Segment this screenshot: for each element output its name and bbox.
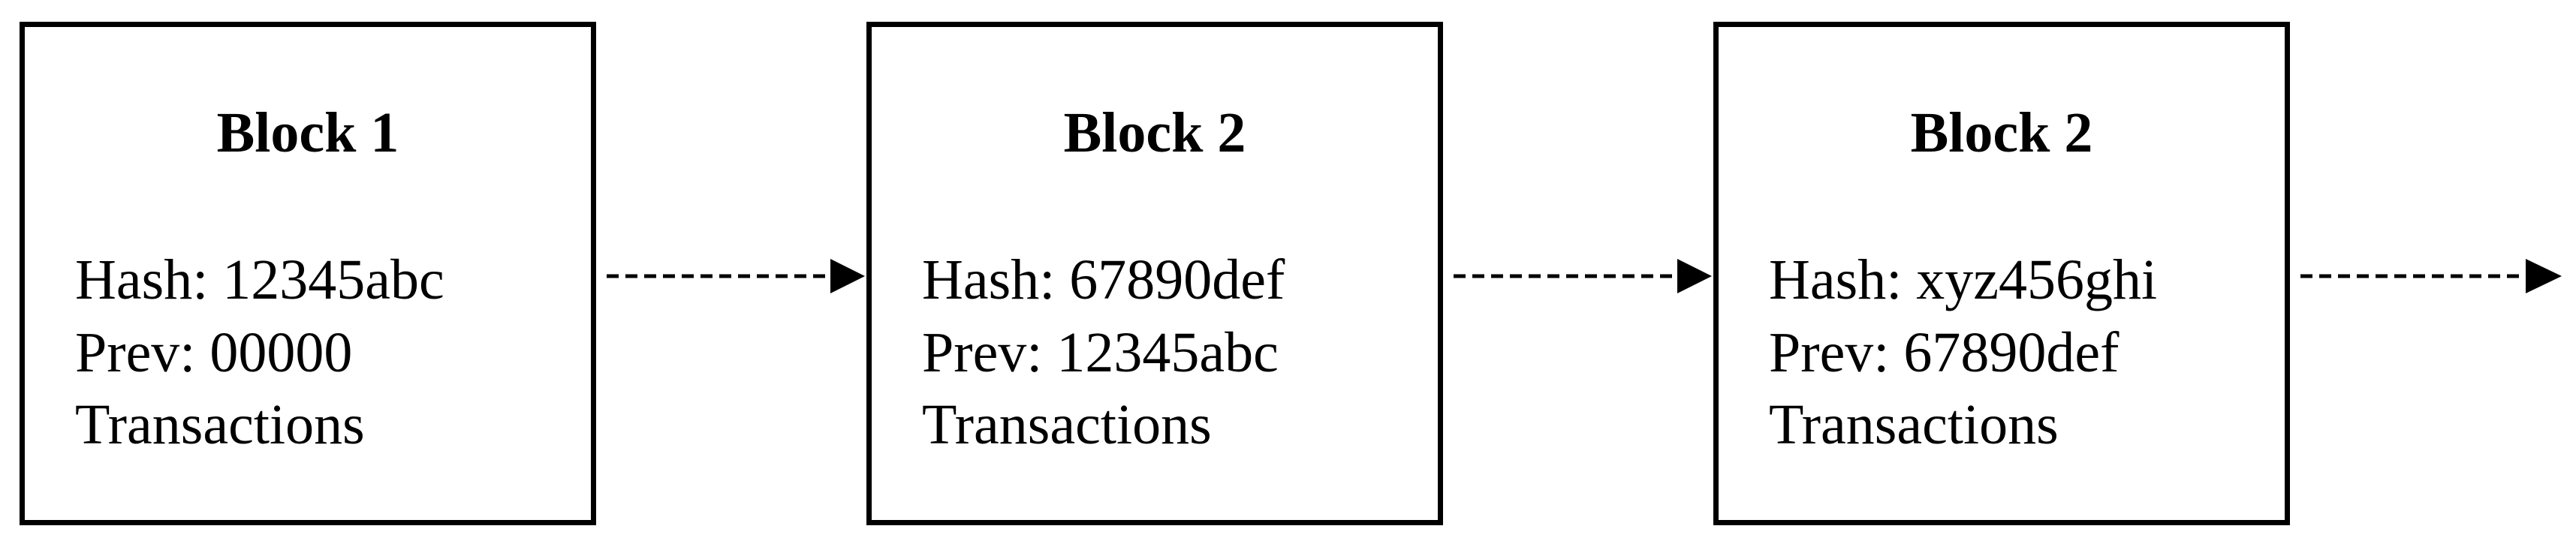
block-1-title: Block 1 [216, 101, 399, 164]
dashed-arrow-icon [1454, 259, 1712, 293]
block-2-hash: Hash: 67890def [922, 248, 1285, 311]
dashed-arrow-icon [607, 259, 865, 293]
block-2-box: Block 2 Hash: 67890def Prev: 12345abc Tr… [866, 22, 1443, 525]
block-3-transactions: Transactions [1769, 393, 2059, 456]
dashed-arrow-icon [2300, 259, 2562, 293]
block-3-box: Block 2 Hash: xyz456ghi Prev: 67890def T… [1713, 22, 2290, 525]
block-3-title: Block 2 [1910, 101, 2093, 164]
block-1-prev: Prev: 00000 [75, 321, 353, 384]
chain-arrow-1 [596, 251, 866, 301]
block-3-prev: Prev: 67890def [1769, 321, 2120, 384]
block-3-hash: Hash: xyz456ghi [1769, 248, 2158, 311]
block-2-prev: Prev: 12345abc [922, 321, 1279, 384]
chain-arrow-2 [1443, 251, 1713, 301]
chain-arrow-3 [2290, 251, 2566, 301]
block-2-title: Block 2 [1063, 101, 1246, 164]
block-1-transactions: Transactions [75, 393, 365, 456]
block-1-hash: Hash: 12345abc [75, 248, 444, 311]
block-1-box: Block 1 Hash: 12345abc Prev: 00000 Trans… [20, 22, 596, 525]
block-2-transactions: Transactions [922, 393, 1212, 456]
